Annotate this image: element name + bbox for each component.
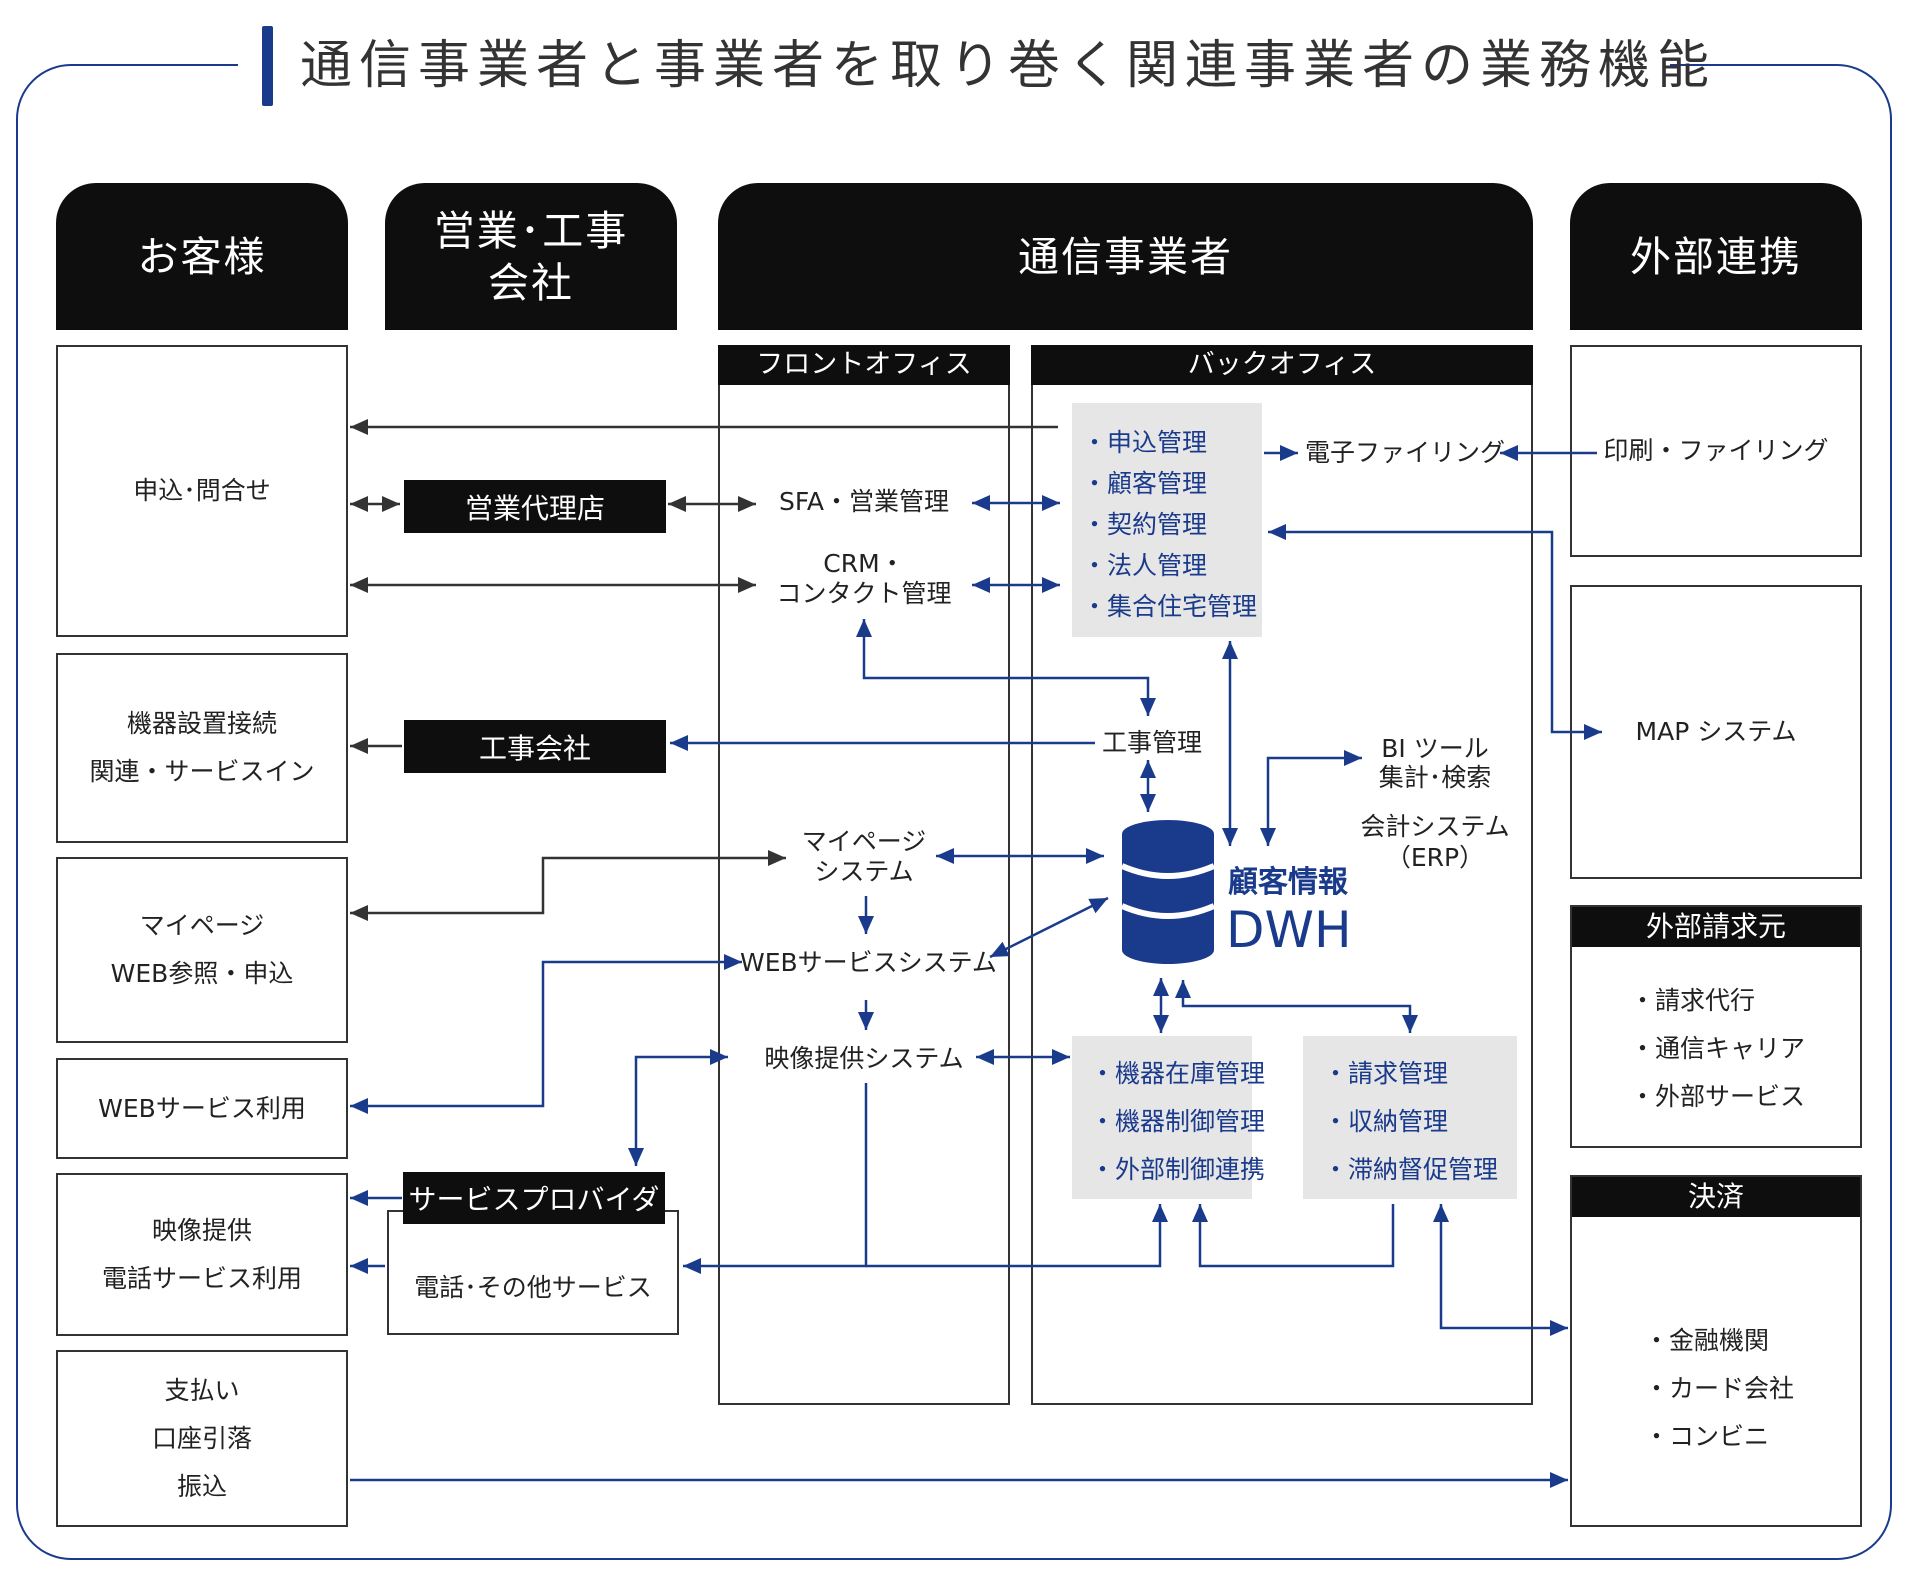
print-filing-box: 印刷・ファイリング: [1570, 345, 1862, 557]
construction-company-block: 工事会社: [404, 720, 666, 773]
billing-source-title: 外部請求元: [1572, 907, 1860, 947]
front-office-title: フロントオフィス: [718, 345, 1010, 385]
billing-source-box: 外部請求元 ・請求代行 ・通信キャリア ・外部サービス: [1570, 905, 1862, 1148]
settlement-item: ・カード会社: [1644, 1374, 1795, 1403]
box-line: 振込: [176, 1471, 227, 1501]
customer-box-payment: 支払い 口座引落 振込: [56, 1350, 348, 1527]
map-system-label: MAP システム: [1635, 717, 1797, 746]
crm-label-1: CRM・: [823, 549, 905, 578]
billing-item: ・滞納督促管理: [1323, 1155, 1499, 1184]
dwh-label-2: DWH: [1226, 901, 1352, 959]
bi-tool-label-2: 集計･検索: [1378, 763, 1492, 792]
management-panel: ・申込管理 ・顧客管理 ・契約管理 ・法人管理 ・集合住宅管理: [1072, 403, 1262, 637]
customer-box-web-service: WEBサービス利用: [56, 1058, 348, 1159]
customer-box-application: 申込･問合せ: [56, 345, 348, 637]
back-office-title: バックオフィス: [1031, 345, 1533, 385]
billing-panel: ・請求管理 ・収納管理 ・滞納督促管理: [1303, 1036, 1517, 1199]
map-system-box: MAP システム: [1570, 585, 1862, 879]
video-system-label: 映像提供システム: [764, 1044, 964, 1073]
header-sales-construction: 営業･工事 会社: [385, 183, 677, 330]
box-line: 口座引落: [151, 1423, 252, 1453]
settlement-item: ・金融機関: [1644, 1326, 1770, 1355]
billing-item: ・収納管理: [1323, 1107, 1449, 1136]
crm-label-2: コンタクト管理: [776, 579, 952, 608]
customer-box-installation: 機器設置接続 関連・サービスイン: [56, 653, 348, 843]
mypage-system-label-2: システム: [814, 857, 914, 886]
box-line: 電話サービス利用: [101, 1263, 302, 1293]
mgmt-item: ・顧客管理: [1082, 469, 1208, 498]
mgmt-item: ・集合住宅管理: [1082, 592, 1258, 621]
customer-box-video-phone: 映像提供 電話サービス利用: [56, 1173, 348, 1336]
construction-mgmt-label: 工事管理: [1099, 728, 1206, 758]
device-panel: ・機器在庫管理 ・機器制御管理 ・外部制御連携: [1072, 1036, 1265, 1199]
accounting-label-2: （ERP）: [1385, 843, 1485, 872]
box-line: 支払い: [164, 1375, 240, 1405]
title-background: [238, 20, 1670, 110]
header-customer: お客様: [56, 183, 348, 330]
box-line: 映像提供: [151, 1215, 252, 1245]
title-accent-bar: [262, 26, 273, 106]
database-icon: [1120, 820, 1216, 964]
print-filing-label: 印刷・ファイリング: [1603, 436, 1829, 465]
billing-source-item: ・請求代行: [1630, 986, 1756, 1015]
box-line: WEBサービス利用: [98, 1093, 306, 1123]
billing-source-item: ・外部サービス: [1630, 1082, 1806, 1111]
service-provider-block: サービスプロバイダ: [403, 1172, 665, 1224]
mgmt-item: ・申込管理: [1082, 428, 1208, 457]
settlement-title: 決済: [1572, 1177, 1860, 1217]
box-line: 申込･問合せ: [133, 476, 271, 505]
dwh-label-1: 顧客情報: [1228, 865, 1348, 900]
page-title: 通信事業者と事業者を取り巻く関連事業者の業務機能: [300, 36, 1717, 96]
device-item: ・機器在庫管理: [1090, 1059, 1266, 1088]
sales-agent-block: 営業代理店: [404, 480, 666, 533]
phone-service-label: 電話･その他サービス: [414, 1272, 652, 1302]
mgmt-item: ・法人管理: [1082, 551, 1208, 580]
phone-service-box: 電話･その他サービス: [387, 1210, 679, 1335]
web-service-system-label: WEBサービスシステム: [740, 948, 997, 978]
mgmt-item: ・契約管理: [1082, 510, 1208, 539]
settlement-item: ・コンビニ: [1644, 1422, 1770, 1451]
box-line: WEB参照・申込: [110, 959, 294, 988]
device-item: ・外部制御連携: [1090, 1155, 1266, 1184]
device-item: ・機器制御管理: [1090, 1107, 1266, 1136]
box-line: 機器設置接続: [126, 709, 277, 738]
settlement-box: 決済 ・金融機関 ・カード会社 ・コンビニ: [1570, 1175, 1862, 1527]
box-line: 関連・サービスイン: [89, 757, 315, 786]
customer-box-mypage: マイページ WEB参照・申込: [56, 857, 348, 1043]
sfa-label: SFA・営業管理: [778, 487, 950, 516]
accounting-label-1: 会計システム: [1360, 812, 1510, 841]
e-filing-label: 電子ファイリング: [1305, 438, 1506, 467]
box-line: マイページ: [139, 911, 265, 940]
billing-source-item: ・通信キャリア: [1630, 1034, 1806, 1063]
header-carrier: 通信事業者: [718, 183, 1533, 330]
header-external: 外部連携: [1570, 183, 1862, 330]
mypage-system-label-1: マイページ: [801, 827, 927, 856]
billing-item: ・請求管理: [1323, 1059, 1449, 1088]
